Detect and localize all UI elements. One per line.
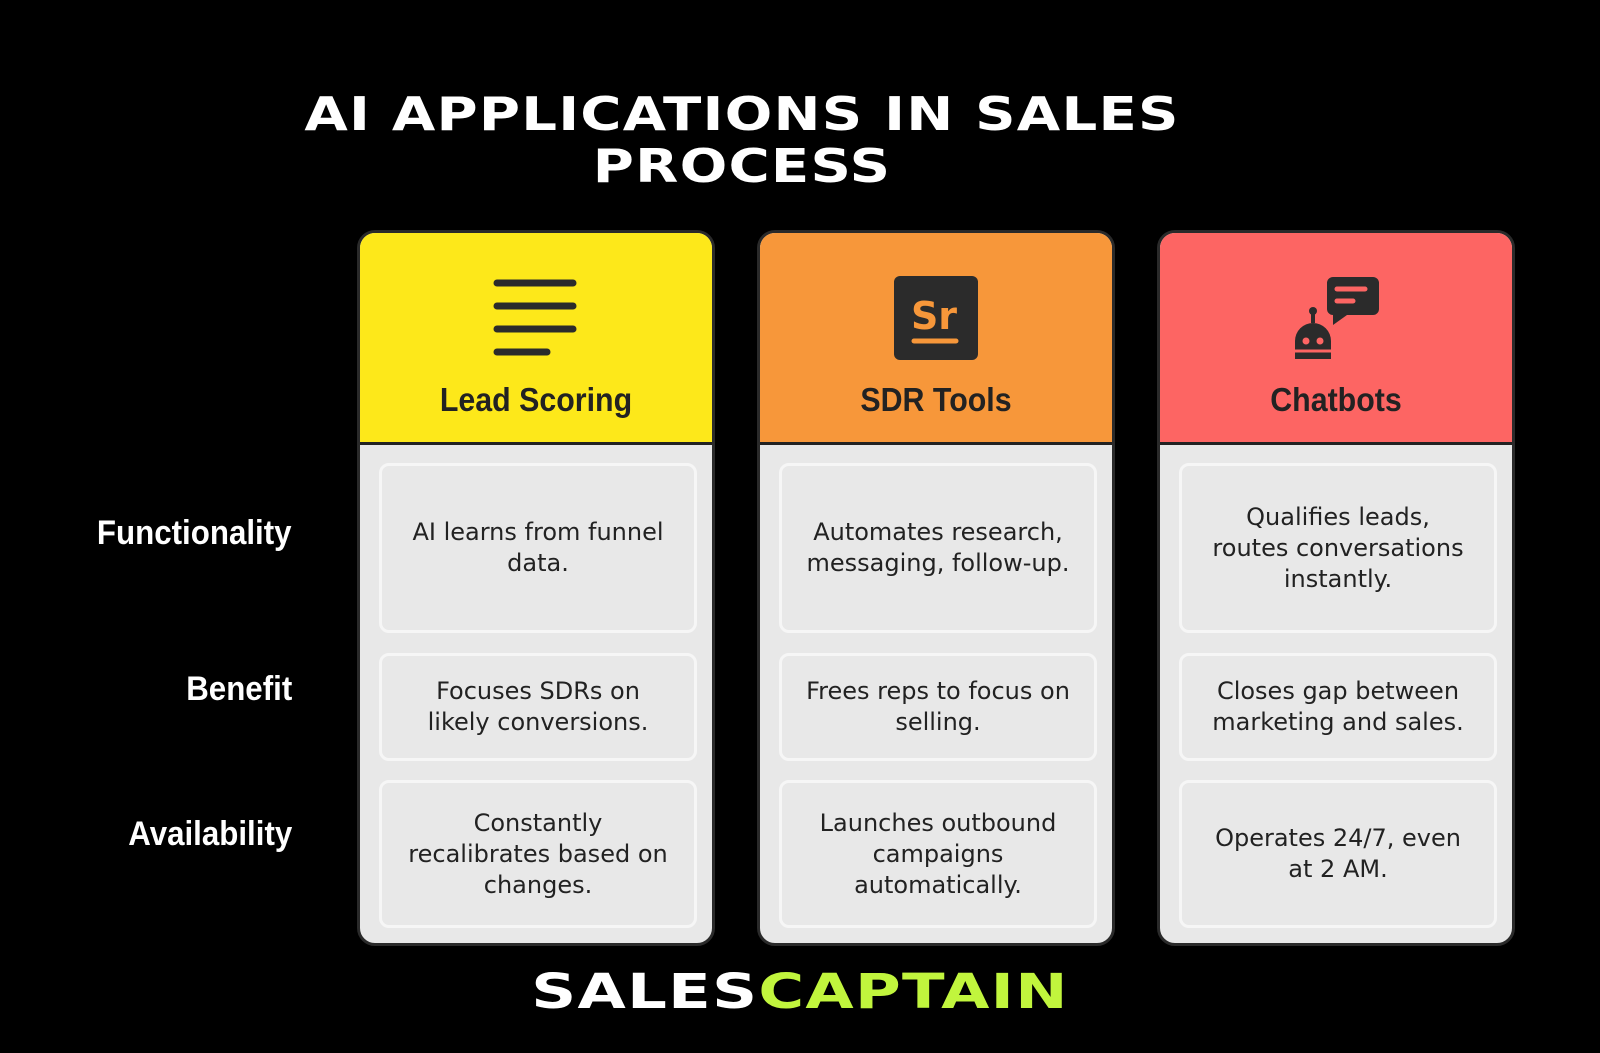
row-label-availability: Availability	[127, 815, 292, 853]
row-label-functionality: Functionality	[97, 514, 292, 552]
cell-functionality: AI learns from funnel data.	[379, 463, 697, 633]
page-title: AI APPLICATIONS IN SALES PROCESS	[0, 88, 1600, 192]
cell-benefit: Closes gap between marketing and sales.	[1179, 653, 1497, 761]
sr-icon: Sr	[894, 276, 978, 360]
row-label-benefit: Benefit	[185, 670, 292, 708]
card-header: Chatbots	[1160, 233, 1512, 445]
brand-part-1: SALES	[531, 964, 759, 1020]
cell-functionality: Qualifies leads, routes conversations in…	[1179, 463, 1497, 633]
lines-icon	[493, 279, 577, 356]
card-header: Sr SDR Tools	[760, 233, 1112, 445]
brand-logo: SALESCAPTAIN	[0, 964, 1600, 1020]
cell-functionality: Automates research, messaging, follow-up…	[779, 463, 1097, 633]
card-header: Lead Scoring	[360, 233, 712, 445]
cell-benefit: Focuses SDRs on likely conversions.	[379, 653, 697, 761]
sr-icon-text: Sr	[911, 294, 957, 338]
card-title: Lead Scoring	[439, 381, 633, 418]
chatbot-icon	[1295, 277, 1379, 359]
card-sdr-tools: Sr SDR Tools Automates research, messagi…	[757, 230, 1115, 946]
brand-part-2: CAPTAIN	[758, 964, 1069, 1020]
card-chatbots: Chatbots Qualifies leads, routes convers…	[1157, 230, 1515, 946]
cell-benefit: Frees reps to focus on selling.	[779, 653, 1097, 761]
card-title: SDR Tools	[860, 381, 1012, 418]
cell-availability: Launches outbound campaigns automaticall…	[779, 780, 1097, 928]
title-line-2: PROCESS	[592, 139, 892, 193]
title-line-1: AI APPLICATIONS IN SALES	[304, 87, 1180, 141]
cell-availability: Operates 24/7, even at 2 AM.	[1179, 780, 1497, 928]
card-title: Chatbots	[1270, 381, 1402, 418]
card-lead-scoring: Lead Scoring AI learns from funnel data.…	[357, 230, 715, 946]
cell-availability: Constantly recalibrates based on changes…	[379, 780, 697, 928]
